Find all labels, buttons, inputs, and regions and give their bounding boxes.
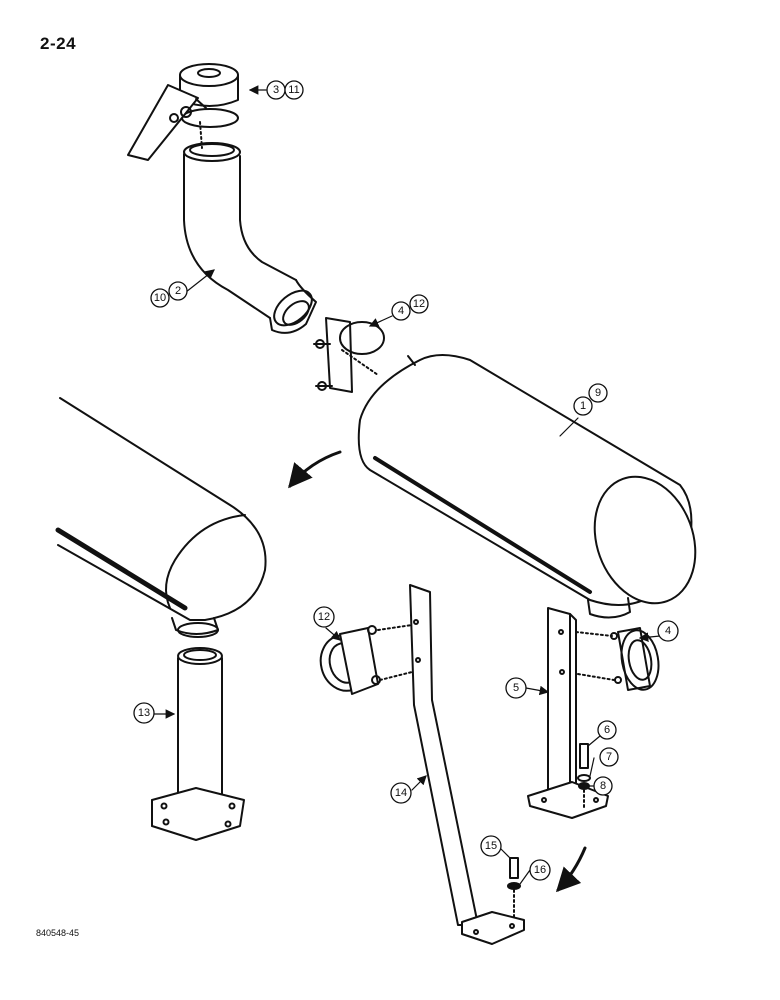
support-bracket-5 — [527, 607, 609, 819]
hardware-15-16 — [507, 857, 521, 919]
callout-11: 11 — [288, 84, 299, 96]
elbow-pipe — [183, 142, 317, 334]
callout-14: 14 — [395, 787, 407, 799]
page-number: 2-24 — [40, 34, 77, 53]
stack-pipe — [151, 647, 245, 841]
right-clamp-4 — [575, 627, 660, 691]
callout-8: 8 — [600, 780, 606, 792]
callout-12-lower: 12 — [318, 611, 330, 623]
callout-6: 6 — [604, 724, 610, 736]
rain-cap — [127, 63, 239, 161]
callout-4-right: 4 — [665, 625, 671, 637]
hardware-6-7-8 — [577, 743, 591, 809]
callout-5: 5 — [513, 682, 519, 694]
callout-4-top: 4 — [398, 305, 404, 317]
callout-1: 1 — [580, 400, 586, 412]
callout-12-top: 12 — [413, 298, 425, 310]
callout-15: 15 — [485, 840, 497, 852]
lower-clamp-12 — [319, 624, 413, 695]
callout-10: 10 — [154, 292, 166, 304]
callout-3: 3 — [273, 84, 279, 96]
silencer-alt — [55, 397, 267, 638]
figure-code: 840548-45 — [36, 928, 80, 938]
support-bracket-14 — [409, 584, 525, 945]
callout-2: 2 — [175, 285, 181, 297]
callout-13: 13 — [138, 707, 150, 719]
arrow-down-right — [555, 846, 587, 893]
top-clamp — [313, 317, 385, 393]
callout-9: 9 — [595, 387, 601, 399]
callout-16: 16 — [534, 864, 546, 876]
muffler — [357, 354, 697, 619]
arrow-to-alt — [288, 450, 342, 489]
callout-7: 7 — [606, 751, 612, 763]
